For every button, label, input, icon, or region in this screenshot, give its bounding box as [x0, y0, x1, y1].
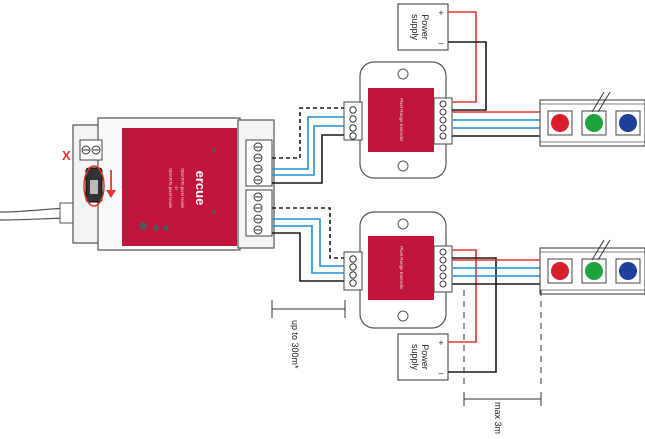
pixel-node-device: ercue SMARTs pixel Node or SMARTs pixel … [72, 117, 275, 251]
plus-sign: + [438, 338, 443, 348]
power-supply-label-2: supply [410, 344, 420, 371]
node-title-1: SMARTs pixel Node [168, 168, 173, 208]
node-title-2: or [174, 186, 179, 191]
extender-label: Pixel Range Extender [399, 246, 404, 290]
power-supply-label-1: Power [420, 344, 430, 370]
minus-sign: – [438, 368, 443, 378]
power-supply-label-2: supply [410, 14, 420, 41]
led-strip-bottom [539, 239, 645, 295]
dimension-3m: max 3m [463, 290, 542, 434]
plus-sign: + [438, 8, 443, 18]
output-wires-top [452, 111, 540, 137]
switch-highlight-circle [83, 165, 105, 207]
down-arrow-icon [106, 170, 116, 198]
dimension-300m: up to 300m* [271, 300, 346, 369]
power-supply-label-1: Power [420, 14, 430, 40]
led-blue [619, 262, 637, 280]
power-wires-top [448, 11, 487, 111]
led-red [551, 262, 569, 280]
node-left-terminal [81, 145, 101, 155]
power-supply-bottom: Power supply + – [397, 333, 449, 381]
power-supply-top: Power supply + – [397, 3, 449, 51]
status-led [153, 225, 159, 231]
dimension-label-3m: max 3m [493, 402, 503, 434]
x-marker: X [62, 148, 71, 163]
minus-sign: – [438, 38, 443, 48]
input-cable [0, 202, 83, 224]
led-green [585, 114, 603, 132]
led-green [585, 262, 603, 280]
led-blue [619, 114, 637, 132]
dimension-label-300m: up to 300m* [290, 320, 300, 369]
node-title-3: SMARTs pixel Node [180, 168, 185, 208]
output-wires-bottom [452, 259, 540, 285]
node-output-terminal-bottom [245, 189, 273, 237]
pixel-range-extender-top: Pixel Range Extender [343, 61, 453, 179]
status-led [139, 222, 147, 230]
status-led [163, 225, 169, 231]
led-red [551, 114, 569, 132]
node-output-terminal-top [245, 139, 273, 187]
data-wires-bottom [272, 207, 344, 282]
extender-label: Pixel Range Extender [399, 98, 404, 142]
power-wires-bottom [448, 249, 497, 373]
pixel-range-extender-bottom: Pixel Range Extender [343, 211, 453, 329]
node-brand: ercue [193, 171, 208, 206]
data-wires-top [272, 107, 344, 184]
led-strip-top [539, 91, 645, 147]
